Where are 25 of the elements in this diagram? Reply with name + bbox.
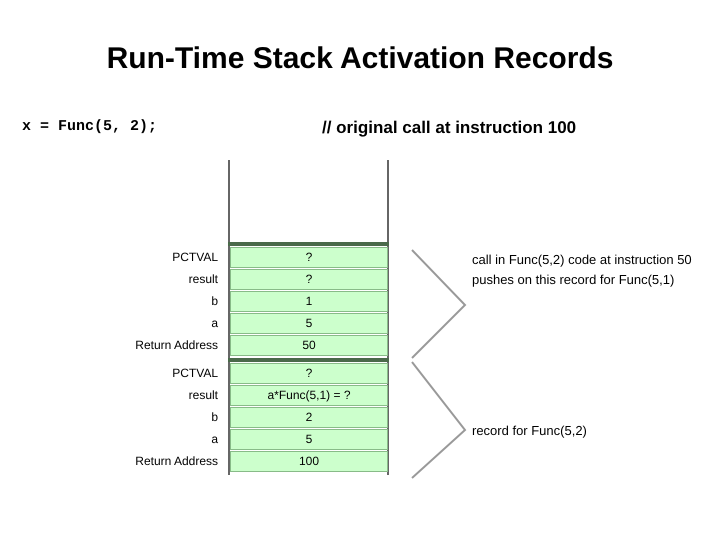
row-label: result (188, 387, 218, 404)
row-label: result (188, 271, 218, 288)
annotation: record for Func(5,2) (472, 423, 587, 438)
row-label: Return Address (135, 337, 218, 354)
row-label: PCTVAL (172, 249, 218, 266)
annotation: call in Func(5,2) code at instruction 50 pushes on this record for Func(5,1) (472, 251, 692, 289)
row-label: Return Address (135, 453, 218, 470)
stack-value: 2 (230, 407, 388, 428)
row-label: PCTVAL (172, 365, 218, 382)
stack-value: ? (230, 363, 388, 384)
stack-value: 5 (230, 313, 388, 334)
stack-value: 1 (230, 291, 388, 312)
stack-value: ? (230, 269, 388, 290)
row-label: a (211, 431, 218, 448)
code-line: x = Func(5, 2); (22, 118, 158, 135)
stack-value: 5 (230, 429, 388, 450)
stack-value: 100 (230, 451, 388, 472)
slide-title: Run-Time Stack Activation Records (106, 42, 614, 76)
stack-value: a*Func(5,1) = ? (230, 385, 388, 406)
row-label: b (211, 409, 218, 426)
stack-value: 50 (230, 335, 388, 356)
code-comment: // original call at instruction 100 (322, 118, 576, 138)
stack-value: ? (230, 247, 388, 268)
row-label: b (211, 293, 218, 310)
row-label: a (211, 315, 218, 332)
